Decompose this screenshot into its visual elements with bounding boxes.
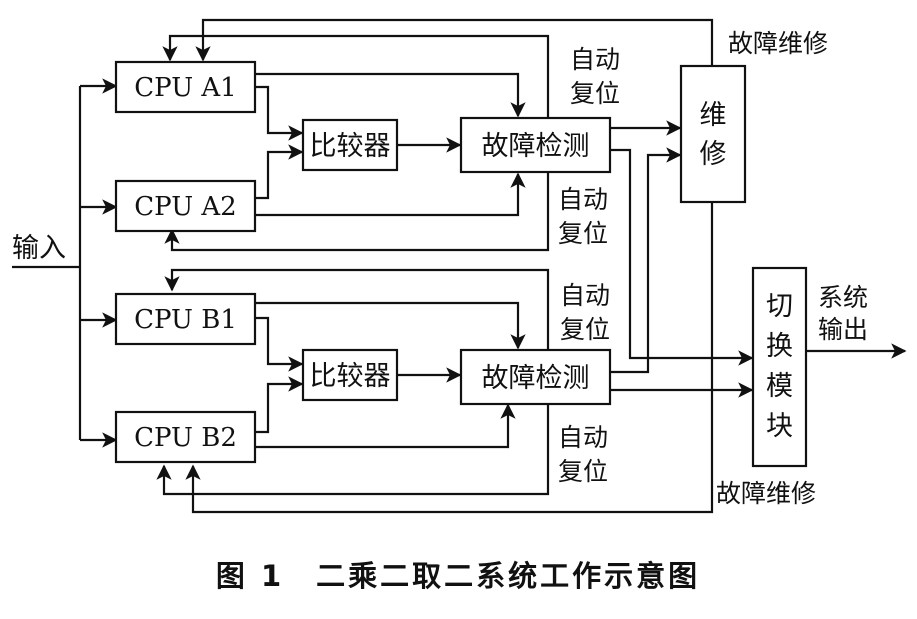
cpu-b1-box: CPU B1: [114, 292, 257, 346]
system-output-label-line-1: 系统: [818, 283, 868, 312]
cpu-a2-box: CPU A2: [114, 179, 257, 233]
auto-reset-a1-feedback: [162, 34, 550, 118]
fault-detect-a-label: 故障检测: [482, 131, 590, 162]
auto-reset-b1-label-line-1: 自动: [560, 281, 610, 310]
fault-detect-a-to-switch-arrow: [610, 148, 754, 366]
switch-label-char-4: 块: [766, 411, 793, 442]
repair-box: 维 修: [679, 64, 747, 204]
fault-detect-b-box: 故障检测: [459, 348, 612, 406]
auto-reset-b1-label-line-2: 复位: [560, 315, 610, 344]
fault-detect-b-to-repair-arrow: [610, 147, 682, 374]
fault-detect-b-label: 故障检测: [482, 363, 590, 394]
fault-detect-a-box: 故障检测: [459, 116, 612, 174]
cpu-b1-to-comparator-arrow: [255, 316, 304, 372]
switch-label-char-2: 换: [766, 331, 793, 362]
cpu-a1-box: CPU A1: [114, 60, 257, 114]
auto-reset-a1-label-line-2: 复位: [570, 79, 620, 108]
cpu-a1-label: CPU A1: [134, 73, 236, 103]
repair-label-char-2: 修: [700, 139, 727, 170]
cpu-a1-to-fault-detect-arrow: [255, 72, 526, 118]
repair-b-feedback: [185, 202, 714, 514]
comparator-b-box: 比较器: [301, 348, 399, 402]
auto-reset-a2-label-line-1: 自动: [558, 185, 608, 214]
input-label: 输入: [12, 233, 66, 264]
auto-reset-b1-feedback: [164, 268, 550, 350]
repair-a-feedback: [195, 18, 714, 66]
cpu-a2-to-fault-detect-arrow: [255, 172, 526, 217]
auto-reset-a1-label-line-1: 自动: [570, 45, 620, 74]
switch-label-char-1: 切: [766, 291, 793, 322]
cpu-b2-to-comparator-arrow: [255, 376, 304, 434]
cpu-b1-to-fault-detect-arrow: [255, 301, 526, 350]
auto-reset-b2-label-line-1: 自动: [558, 423, 608, 452]
auto-reset-a2-label-line-2: 复位: [558, 219, 608, 248]
auto-reset-b2-label-line-2: 复位: [558, 457, 608, 486]
cpu-b1-label: CPU B1: [134, 305, 237, 335]
repair-label-char-1: 维: [700, 100, 727, 131]
switch-label-char-3: 模: [766, 371, 793, 402]
cpu-a2-label: CPU A2: [134, 192, 236, 222]
comparator-b-label: 比较器: [310, 361, 391, 392]
switch-module-box: 切 换 模 块: [751, 266, 808, 468]
system-output-label-line-2: 输出: [818, 315, 868, 344]
figure-caption: 图 1 二乘二取二系统工作示意图: [216, 559, 700, 593]
auto-reset-b2-feedback: [156, 404, 550, 496]
fault-repair-bottom-label: 故障维修: [716, 479, 816, 508]
auto-reset-a2-feedback: [164, 172, 550, 252]
cpu-b2-to-fault-detect-arrow: [255, 403, 516, 449]
fault-repair-top-label: 故障维修: [728, 29, 828, 58]
comparator-a-box: 比较器: [301, 118, 399, 172]
connection-lines: [12, 18, 907, 514]
cpu-b2-box: CPU B2: [114, 410, 257, 464]
comparator-a-label: 比较器: [310, 131, 391, 162]
cpu-a2-to-comparator-arrow: [255, 144, 304, 200]
cpu-b2-label: CPU B2: [134, 423, 237, 453]
cpu-a1-to-comparator-arrow: [255, 85, 304, 141]
